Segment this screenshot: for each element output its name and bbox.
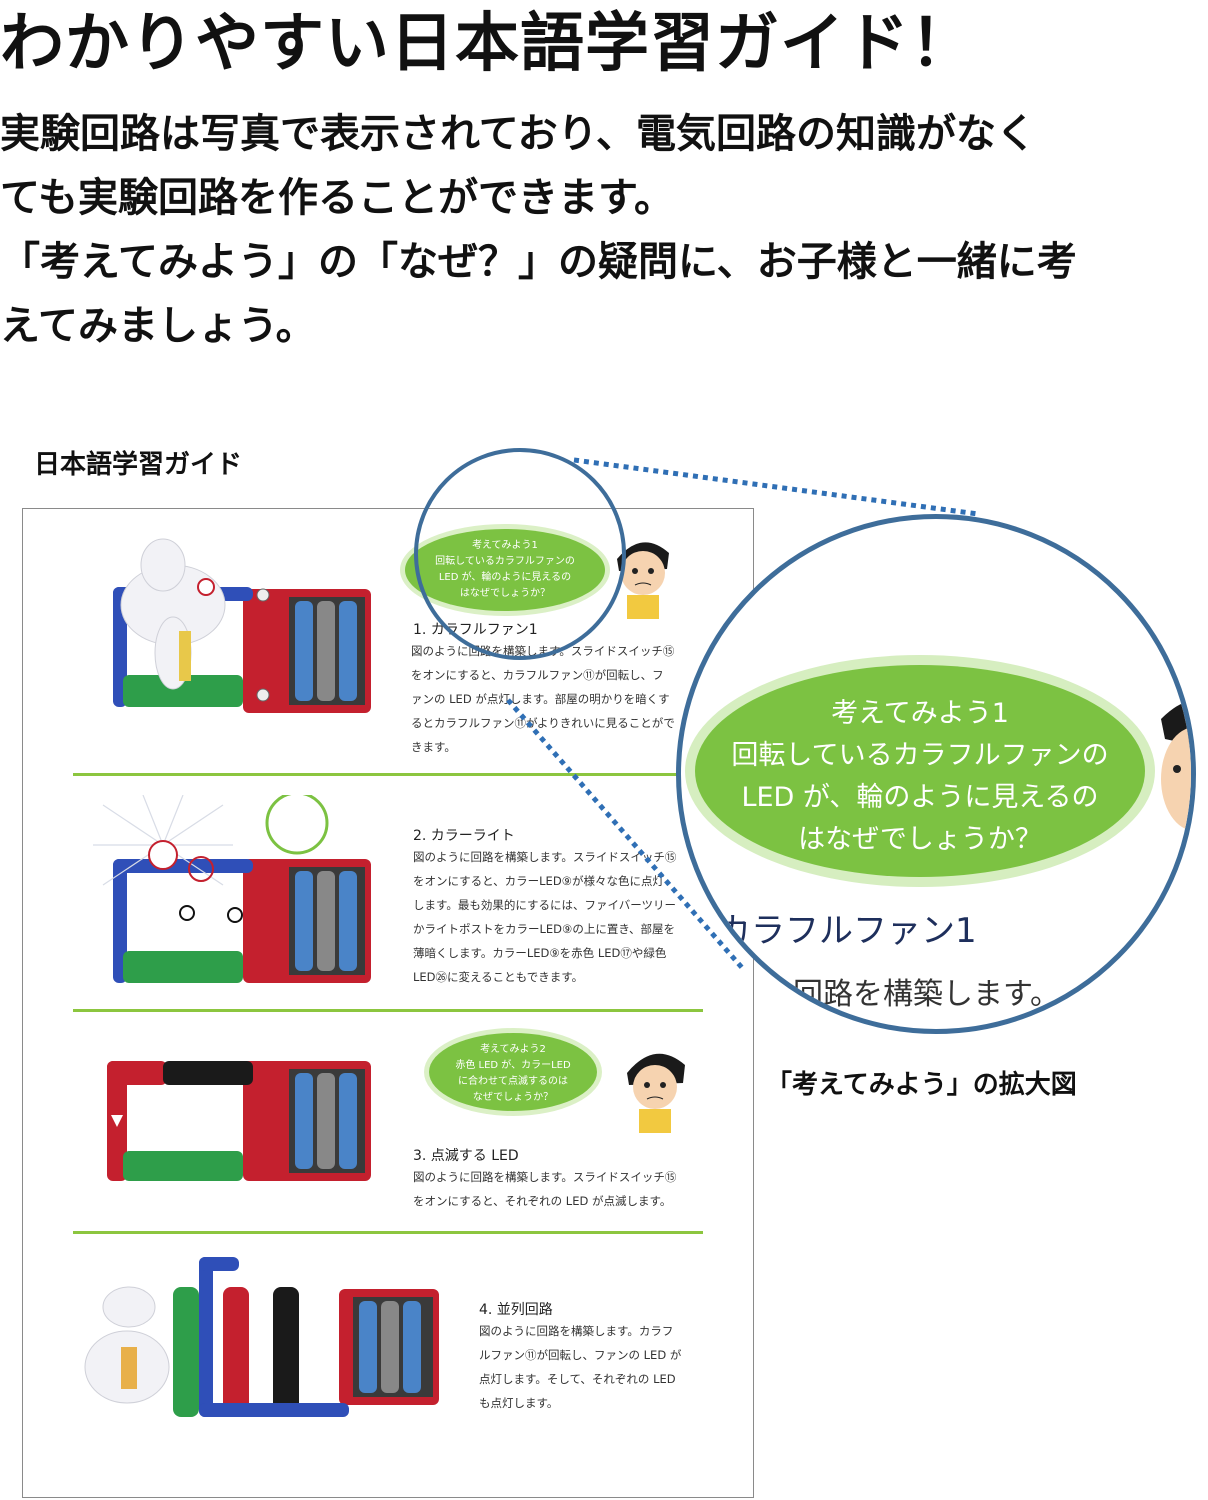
body-line: るとカラフルファン⑪がよりきれいに見ることがで (411, 716, 675, 730)
guide-page: 考えてみよう1 回転しているカラフルファンの LED が、輪のように見えるの は… (22, 508, 754, 1498)
zoom-section-line: に回路を構築します。 (763, 977, 1060, 1012)
intro-line: 実験回路は写真で表示されており、電気回路の知識がなく (0, 111, 1036, 157)
think-bubble-2: 考えてみよう2 赤色 LED が、カラーLED に合わせて点滅するのは なぜでし… (429, 1033, 597, 1111)
body-line: 薄暗くします。カラーLED⑨を赤色 LED⑰や緑色 (413, 946, 667, 960)
body-line: きます。 (411, 740, 456, 754)
bubble-line: 回転しているカラフルファンの (731, 740, 1109, 771)
section-title-4: 4. 並列回路 (479, 1302, 553, 1318)
section-separator (73, 1009, 703, 1012)
zoom-think-bubble: 考えてみよう1 回転しているカラフルファンの LED が、輪のように見えるの は… (695, 665, 1145, 877)
bubble-line: LED が、輪のように見えるの (741, 782, 1099, 813)
body-line: 図のように回路を構築します。カラフ (479, 1324, 674, 1338)
body-line: も点灯します。 (479, 1396, 559, 1410)
boy-character-icon (1161, 701, 1191, 831)
section-body-2: 図のように回路を構築します。スライドスイッチ⑮ をオンにすると、カラーLED⑨が… (413, 845, 676, 989)
page-headline: わかりやすい日本語学習ガイド！ (0, 7, 975, 81)
body-line: 図のように回路を構築します。スライドスイッチ⑮ (413, 850, 677, 864)
intro-line: えてみましょう。 (0, 303, 316, 349)
body-line: ルファン⑪が回転し、ファンの LED が (479, 1348, 682, 1362)
zoom-caption: 「考えてみよう」の拡大図 (766, 1070, 1077, 1100)
section-separator (73, 1231, 703, 1234)
body-line: ァンの LED が点灯します。部屋の明かりを暗くす (411, 692, 670, 706)
zoom-magnified-circle: 考えてみよう1 回転しているカラフルファンの LED が、輪のように見えるの は… (676, 514, 1196, 1034)
body-line: LED㉖に変えることもできます。 (413, 970, 584, 984)
circuit-illustration-3 (107, 1061, 371, 1181)
body-line: をオンにすると、カラーLED⑨が様々な色に点灯 (413, 874, 664, 888)
section-title-3: 3. 点滅する LED (413, 1148, 519, 1164)
bubble-line: に合わせて点滅するのは (458, 1076, 568, 1087)
boy-character-icon (627, 1053, 685, 1133)
body-line: かライトポストをカラーLED⑨の上に置き、部屋を (413, 922, 676, 936)
body-line: します。最も効果的にするには、ファイバーツリー (413, 898, 677, 912)
guide-label: 日本語学習ガイド (34, 450, 243, 480)
bubble-line: 考えてみよう1 (831, 698, 1009, 729)
circuit-illustration-2 (93, 795, 371, 983)
intro-line: 「考えてみよう」の「なぜ？」の疑問に、お子様と一緒に考 (0, 239, 1077, 285)
zoom-section-title: カラフルファン1 (717, 911, 977, 951)
bubble-line: 考えてみよう2 (480, 1044, 546, 1055)
boy-character-icon (617, 542, 669, 619)
section-body-4: 図のように回路を構築します。カラフ ルファン⑪が回転し、ファンの LED が 点… (479, 1319, 681, 1415)
zoom-source-circle (414, 448, 626, 660)
body-line: をオンにすると、それぞれの LED が点滅します。 (413, 1194, 672, 1208)
section-body-3: 図のように回路を構築します。スライドスイッチ⑮ をオンにすると、それぞれの LE… (413, 1165, 676, 1213)
body-line: 点灯します。そして、それぞれの LED (479, 1372, 676, 1386)
bubble-line: 赤色 LED が、カラーLED (455, 1060, 571, 1071)
circuit-illustration-4 (84, 1257, 439, 1417)
section-separator (73, 773, 703, 776)
body-line: 図のように回路を構築します。スライドスイッチ⑮ (413, 1170, 677, 1184)
circuit-illustration-1 (113, 538, 371, 713)
intro-line: ても実験回路を作ることができます。 (0, 175, 674, 221)
body-line: をオンにすると、カラフルファン⑪が回転し、フ (411, 668, 664, 682)
section-title-2: 2. カラーライト (413, 828, 515, 844)
bubble-line: はなぜでしょうか？ (798, 824, 1042, 855)
intro-text: 実験回路は写真で表示されており、電気回路の知識がなく ても実験回路を作ることがで… (0, 102, 1208, 358)
bubble-line: なぜでしょうか？ (472, 1092, 554, 1103)
